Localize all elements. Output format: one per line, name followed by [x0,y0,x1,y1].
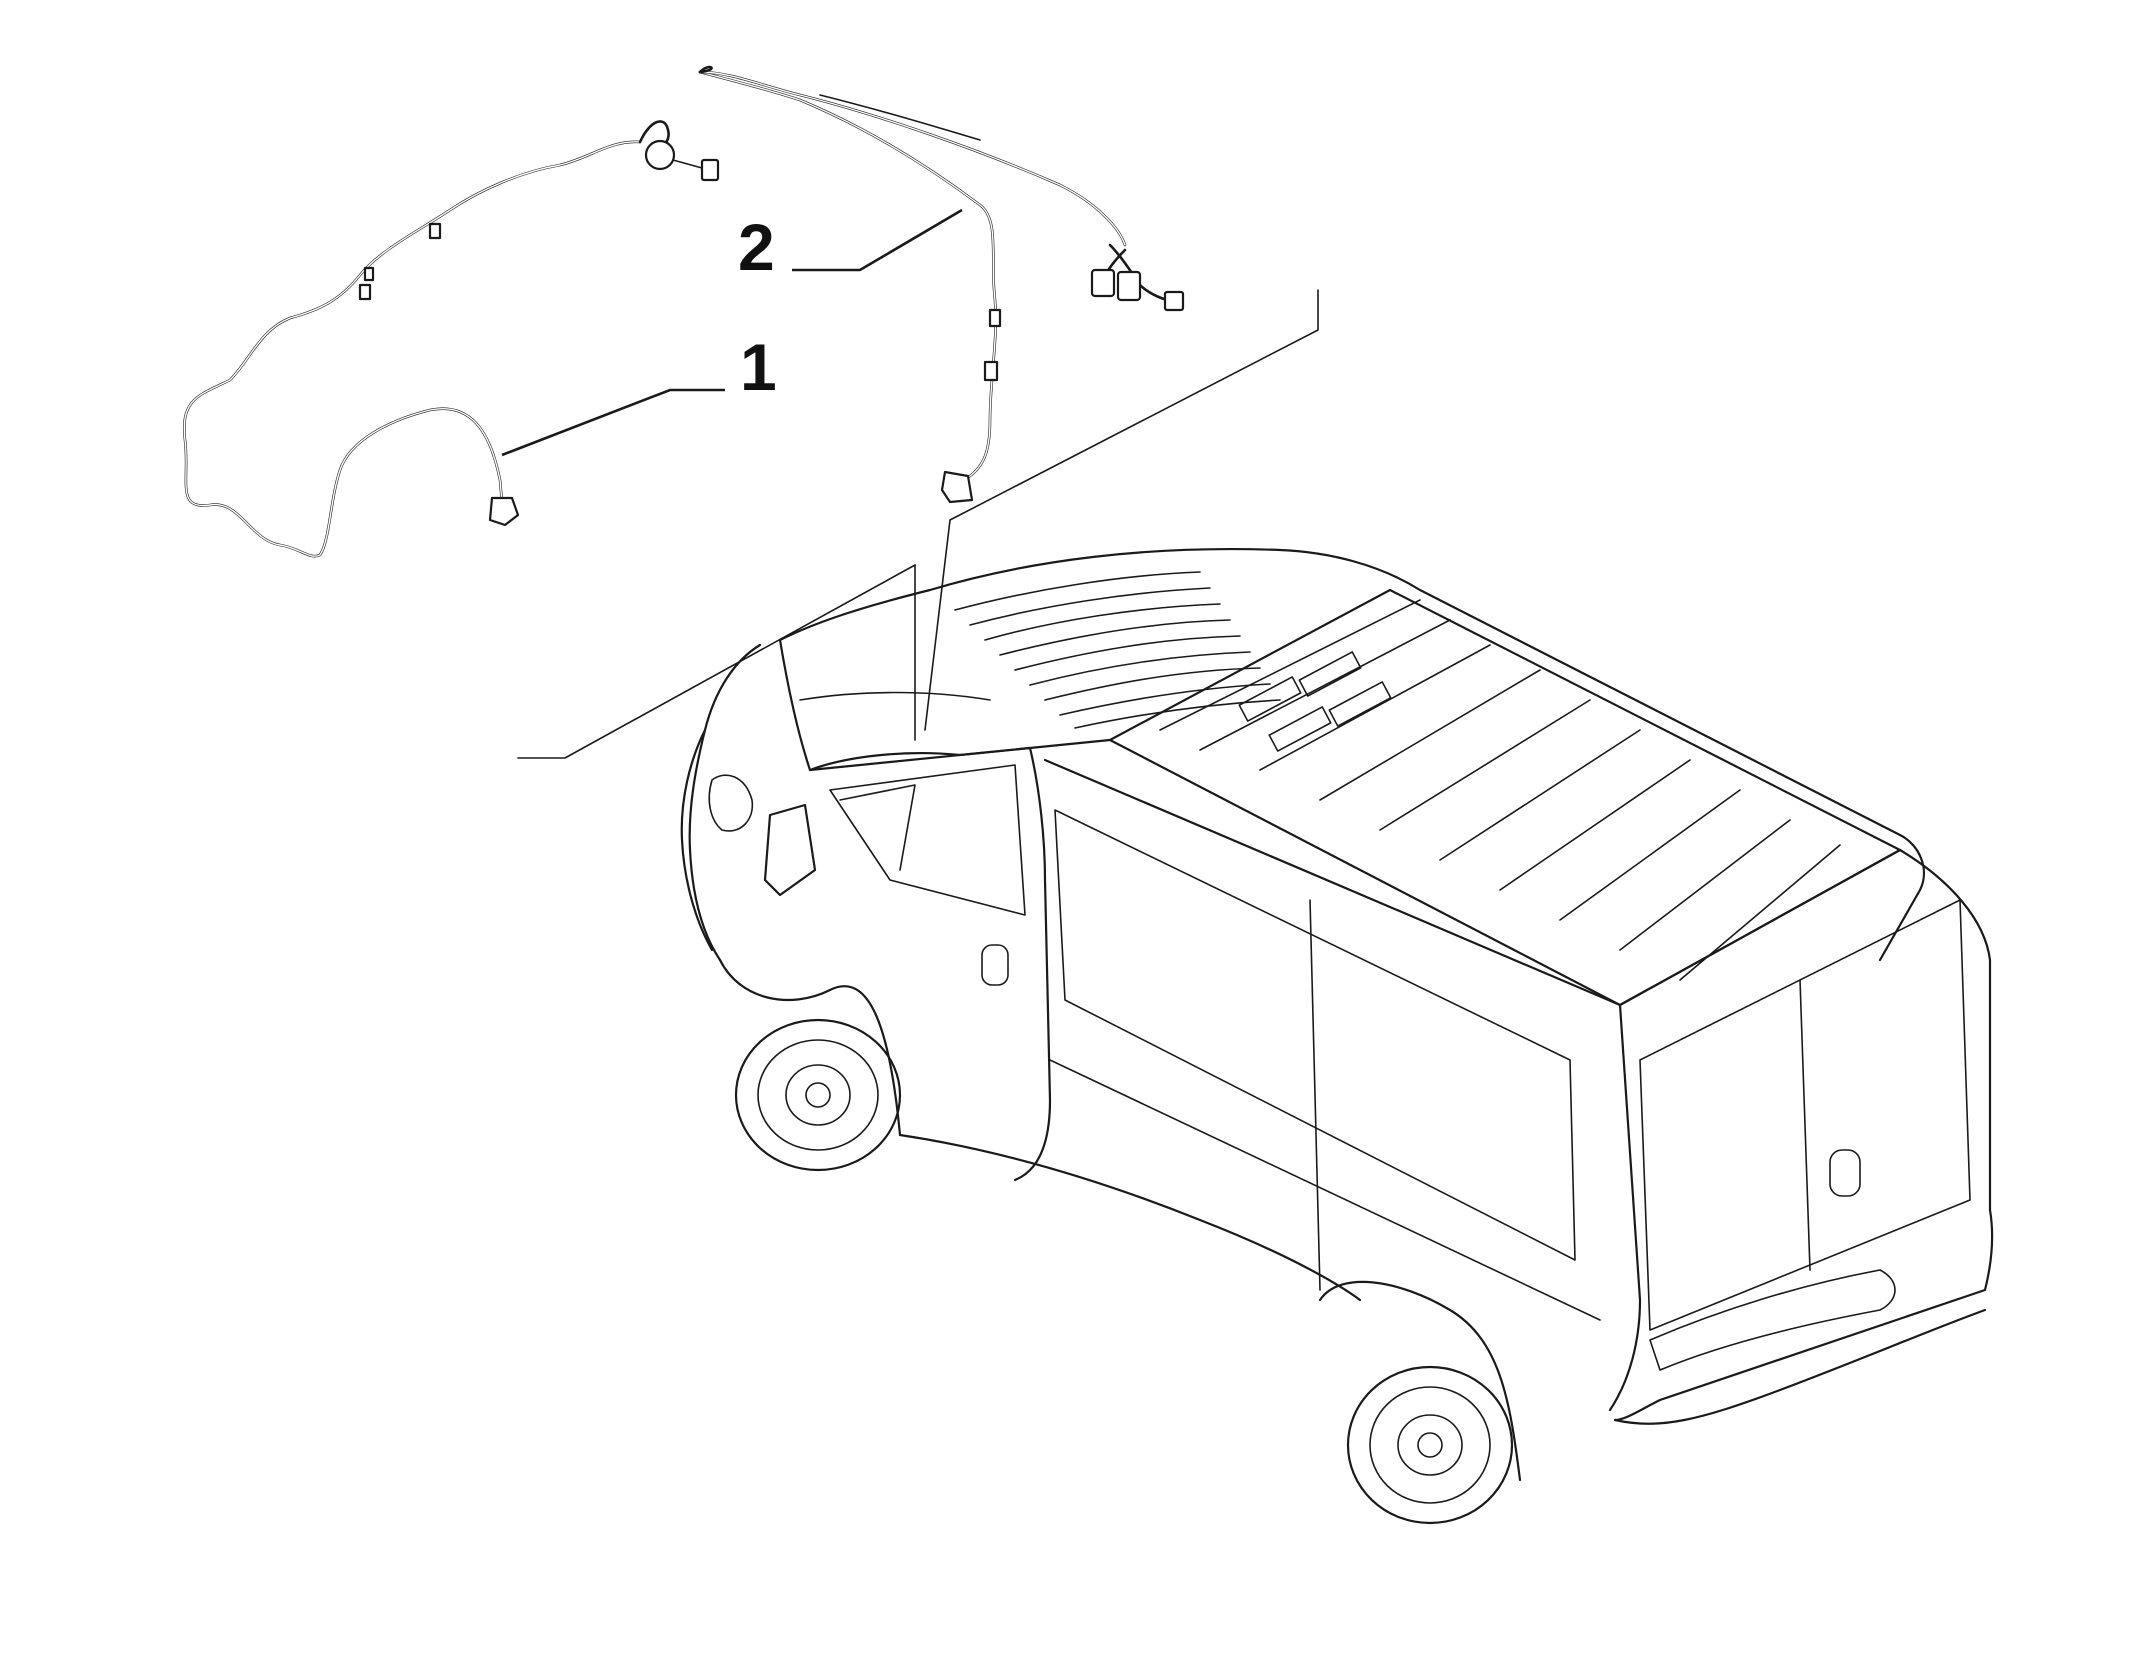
wire-clip-icon [983,360,999,382]
headlight-icon [708,774,754,832]
connector-end-icon [488,496,520,527]
callout-label-1: 1 [740,330,777,404]
van-illustration [680,547,1994,1525]
wire-clip-icon [363,266,375,282]
front-wheel-icon [734,1018,902,1172]
wire-clip-icon [358,283,372,301]
connector-plug-icon [700,158,720,182]
connector-grommet-icon [644,139,676,171]
callout-label-2: 2 [738,210,775,284]
connector-end-icon [940,470,974,504]
wiring-harness-1[interactable] [182,120,720,558]
connector-block-icon [1090,268,1116,298]
connector-plug-icon [1163,290,1185,312]
wire-clip-icon [988,308,1002,328]
roof-ribs [954,571,1281,729]
side-mirror-icon [763,803,817,897]
exploded-view-bracket [517,289,1319,759]
wiring-harness-2[interactable] [698,65,1185,504]
door-handle-icon [981,944,1009,986]
connector-block-icon [1116,270,1142,302]
callout-1: 1 [501,330,777,457]
rear-door-handle-icon [1829,1149,1861,1197]
callout-2: 2 [738,208,963,284]
wire-clip-icon [428,222,442,240]
rear-wheel-icon [1346,1365,1514,1525]
roof-rack [1159,599,1841,981]
